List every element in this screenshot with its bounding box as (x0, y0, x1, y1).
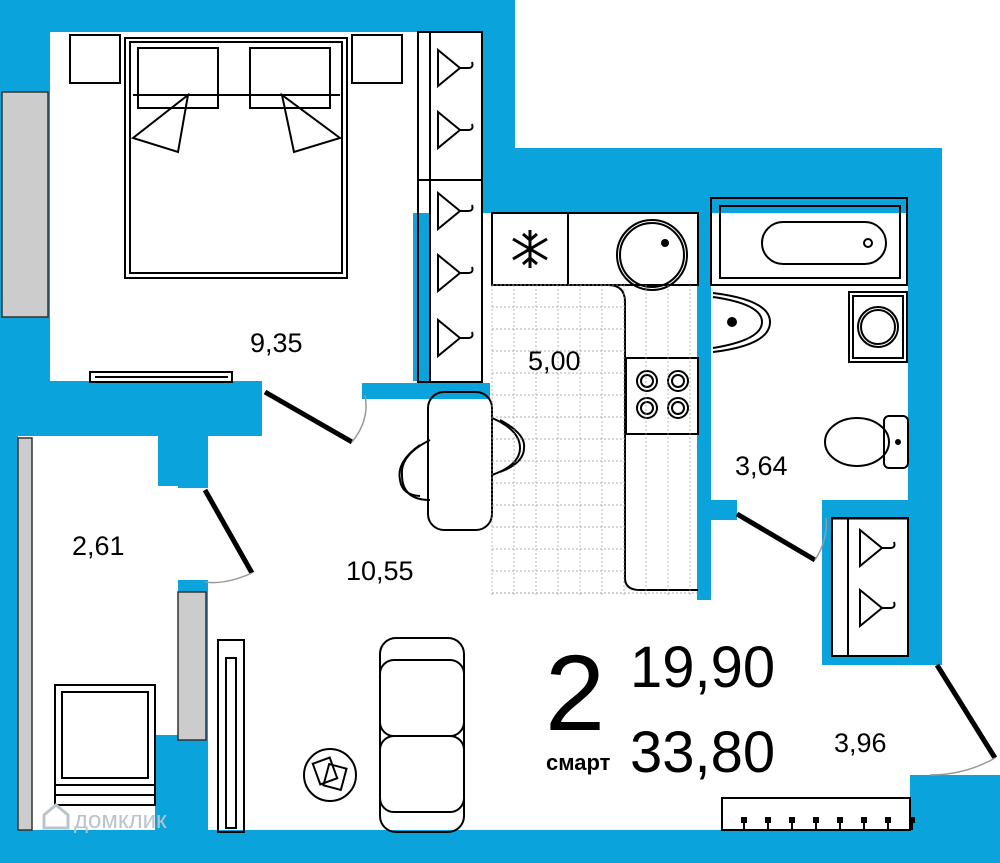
bathroom-area-label: 3,64 (735, 451, 788, 481)
watermark-text: домклик (74, 807, 167, 834)
kitchen-counter-l (492, 284, 698, 591)
hanger-icon (437, 47, 474, 89)
hangers (437, 47, 896, 629)
tv-cabinet (217, 639, 245, 833)
hanger-icon (437, 190, 474, 232)
balcony-area-label: 3,96 (834, 728, 887, 758)
door-icon (263, 389, 367, 445)
washing-machine-icon (848, 291, 908, 363)
door-icon (202, 488, 255, 584)
bed-icon (124, 37, 348, 279)
hallway (54, 684, 156, 806)
doors (202, 389, 998, 776)
sofa-icon (379, 637, 465, 833)
total-area: 33,80 (630, 720, 775, 785)
room-count: 2 (545, 632, 605, 753)
entry-wardrobe (831, 517, 909, 657)
bathtub-icon (710, 197, 908, 286)
kitchen (398, 212, 699, 591)
apartment-type: смарт (546, 750, 611, 775)
window-icon (1, 91, 49, 318)
house-logo-icon (42, 803, 70, 830)
door-icon (929, 663, 998, 776)
hallway-area-label: 2,61 (72, 531, 125, 561)
living-total-area: 19,90 (630, 635, 775, 700)
living-room (217, 637, 465, 833)
windows (1, 91, 207, 831)
kitchen-table (427, 391, 493, 531)
hanger-icon (437, 317, 474, 359)
nightstand (351, 34, 403, 84)
hanger-icon (859, 587, 896, 629)
door-icon (735, 511, 828, 563)
bedroom (69, 31, 483, 383)
toilet-icon (824, 415, 909, 469)
bedroom-wardrobe (417, 31, 483, 383)
sink-icon (712, 292, 772, 353)
window-icon (177, 591, 207, 741)
side-table (303, 748, 357, 802)
tv-stand (89, 371, 233, 383)
living-area-label: 10,55 (346, 556, 414, 586)
watermark: домклик (42, 803, 167, 834)
hanger-icon (437, 252, 474, 294)
bathroom (710, 197, 909, 469)
stove-icon (625, 357, 699, 435)
radiator-icon (721, 797, 915, 831)
hanger-icon (437, 109, 474, 151)
nightstand (69, 34, 121, 84)
shoe-cabinet (54, 684, 156, 786)
kitchen-area-label: 5,00 (528, 346, 581, 376)
bedroom-area-label: 9,35 (250, 328, 303, 358)
window-icon (17, 437, 33, 831)
hanger-icon (859, 527, 896, 569)
sink-icon (616, 219, 688, 291)
chair (491, 417, 522, 476)
snowflake-icon (512, 230, 548, 268)
